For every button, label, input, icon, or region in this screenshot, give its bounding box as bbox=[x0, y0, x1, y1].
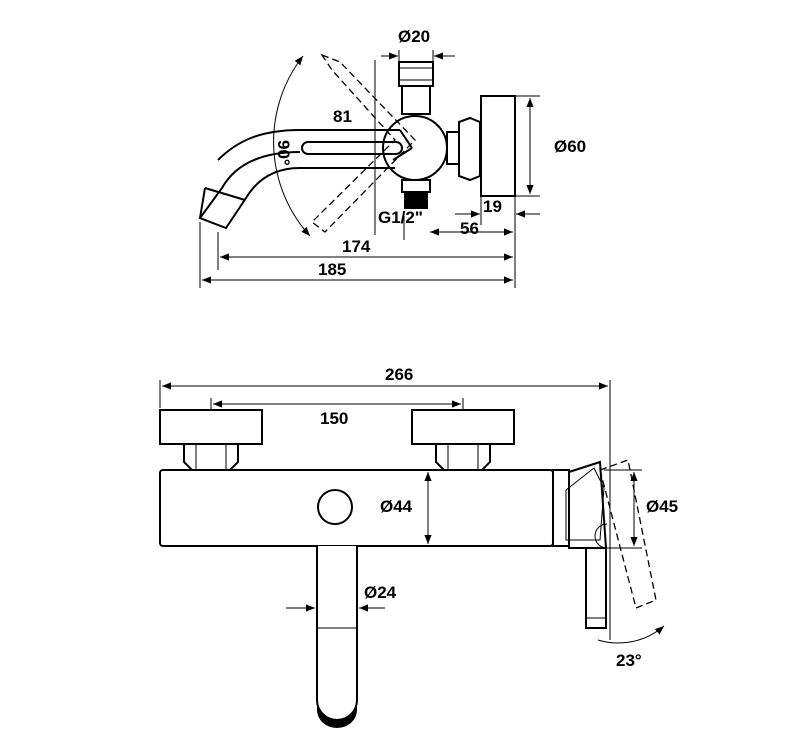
front-view: 266 150 Ø44 Ø45 Ø24 23° bbox=[159, 365, 678, 728]
left-handle bbox=[159, 409, 263, 445]
dim-diameter-45-label: Ø45 bbox=[646, 497, 678, 516]
dim-diameter-20-label: Ø20 bbox=[398, 27, 430, 46]
body-button bbox=[317, 489, 353, 525]
dim-diameter-44-label: Ø44 bbox=[380, 497, 413, 516]
dim-thread-label: G1/2" bbox=[378, 208, 423, 227]
thread-connector bbox=[401, 179, 431, 209]
dim-81-label: 81 bbox=[333, 107, 352, 126]
dim-150-label: 150 bbox=[320, 409, 348, 428]
top-spout bbox=[198, 129, 403, 230]
dim-19-label: 19 bbox=[483, 197, 502, 216]
right-handle bbox=[411, 409, 515, 445]
main-body bbox=[159, 469, 554, 547]
top-view: 90° Ø20 81 Ø60 19 G1/2" 56 174 bbox=[198, 27, 586, 288]
dim-185-label: 185 bbox=[318, 260, 346, 279]
dim-diameter-24-label: Ø24 bbox=[364, 583, 397, 602]
dim-angle-90-label: 90° bbox=[274, 140, 293, 166]
dim-angle-23-label: 23° bbox=[616, 651, 642, 670]
front-spout bbox=[316, 546, 358, 721]
diverter-lever bbox=[552, 459, 657, 629]
dim-56-label: 56 bbox=[460, 219, 479, 238]
dim-174-label: 174 bbox=[342, 237, 371, 256]
top-body-circle bbox=[382, 115, 448, 181]
dim-266-label: 266 bbox=[385, 365, 413, 384]
top-nut-handle bbox=[446, 95, 516, 197]
dashed-spout-rotated bbox=[311, 53, 416, 233]
top-connector bbox=[398, 61, 434, 115]
dim-diameter-60-label: Ø60 bbox=[554, 137, 586, 156]
